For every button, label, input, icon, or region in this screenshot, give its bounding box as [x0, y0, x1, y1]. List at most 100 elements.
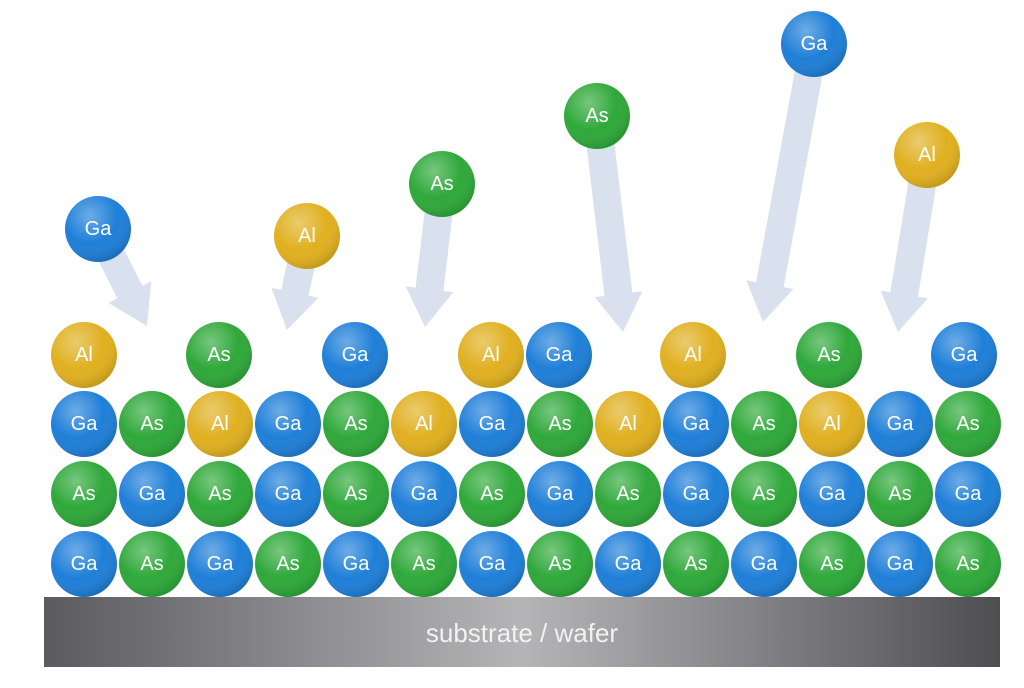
atom-label: Ga	[479, 553, 507, 575]
lattice-atom-as: As	[731, 461, 797, 527]
lattice-atom-as: As	[527, 391, 593, 457]
atom-highlight	[187, 531, 253, 597]
atom-label: Ga	[207, 553, 235, 575]
atom-label: Ga	[479, 413, 507, 435]
atom-highlight	[274, 203, 340, 269]
lattice-atom-ga: Ga	[255, 461, 321, 527]
atom-label: As	[548, 553, 571, 575]
arrows-layer	[85, 41, 941, 332]
surface-atom-al: Al	[458, 322, 524, 388]
lattice-atom-as: As	[119, 391, 185, 457]
atom-highlight	[391, 461, 457, 527]
atom-highlight	[187, 391, 253, 457]
atom-label: As	[956, 553, 979, 575]
lattice-atom-ga: Ga	[527, 461, 593, 527]
atom-label: Al	[918, 144, 936, 166]
lattice-atom-ga: Ga	[187, 531, 253, 597]
incoming-atom-al: Al	[274, 203, 340, 269]
lattice-atom-ga: Ga	[255, 391, 321, 457]
atom-highlight	[119, 531, 185, 597]
atom-highlight	[527, 461, 593, 527]
atom-highlight	[935, 531, 1001, 597]
surface-atom-as: As	[796, 322, 862, 388]
atom-highlight	[51, 391, 117, 457]
lattice-atom-as: As	[459, 461, 525, 527]
deposition-arrow	[405, 182, 456, 327]
atom-highlight	[935, 461, 1001, 527]
atom-highlight	[663, 461, 729, 527]
lattice-atom-ga: Ga	[119, 461, 185, 527]
lattice-atom-ga: Ga	[391, 461, 457, 527]
atom-highlight	[65, 196, 131, 262]
lattice-atom-ga: Ga	[595, 531, 661, 597]
atom-label: Ga	[819, 483, 847, 505]
atom-label: As	[616, 483, 639, 505]
atom-label: Ga	[547, 483, 575, 505]
lattice-atom-as: As	[799, 531, 865, 597]
atom-label: As	[430, 173, 453, 195]
surface-atom-ga: Ga	[322, 322, 388, 388]
atom-label: Ga	[71, 553, 99, 575]
atom-label: As	[344, 483, 367, 505]
atom-label: As	[888, 483, 911, 505]
atom-highlight	[799, 461, 865, 527]
incoming-atom-ga: Ga	[781, 11, 847, 77]
atom-label: As	[752, 413, 775, 435]
atom-highlight	[595, 461, 661, 527]
atom-label: Al	[482, 344, 500, 366]
atom-highlight	[409, 151, 475, 217]
atom-highlight	[458, 322, 524, 388]
lattice-atom-as: As	[391, 531, 457, 597]
lattice-atom-as: As	[51, 461, 117, 527]
lattice-atom-ga: Ga	[459, 391, 525, 457]
atom-highlight	[391, 531, 457, 597]
atom-highlight	[255, 461, 321, 527]
atom-highlight	[731, 461, 797, 527]
atom-highlight	[186, 322, 252, 388]
atom-highlight	[731, 531, 797, 597]
atom-label: As	[276, 553, 299, 575]
atom-label: As	[817, 344, 840, 366]
incoming-atom-as: As	[409, 151, 475, 217]
atom-label: Ga	[71, 413, 99, 435]
atom-highlight	[867, 391, 933, 457]
lattice-atom-as: As	[663, 531, 729, 597]
atom-highlight	[935, 391, 1001, 457]
atom-label: Ga	[275, 413, 303, 435]
atom-label: Ga	[85, 218, 113, 240]
lattice-atom-as: As	[255, 531, 321, 597]
atom-highlight	[323, 531, 389, 597]
lattice-atom-as: As	[187, 461, 253, 527]
lattice-atom-as: As	[323, 461, 389, 527]
atom-label: Al	[298, 225, 316, 247]
atom-highlight	[51, 322, 117, 388]
atom-highlight	[796, 322, 862, 388]
lattice-atom-as: As	[867, 461, 933, 527]
lattice-atom-ga: Ga	[459, 531, 525, 597]
atom-highlight	[459, 531, 525, 597]
atom-label: Ga	[343, 553, 371, 575]
atom-label: Ga	[887, 413, 915, 435]
lattice-atom-ga: Ga	[867, 391, 933, 457]
atom-label: As	[820, 553, 843, 575]
atom-label: As	[207, 344, 230, 366]
atom-highlight	[119, 461, 185, 527]
lattice-atom-ga: Ga	[935, 461, 1001, 527]
atom-label: As	[140, 413, 163, 435]
atom-label: As	[752, 483, 775, 505]
lattice-atom-ga: Ga	[323, 531, 389, 597]
atom-label: Ga	[342, 344, 370, 366]
atom-highlight	[119, 391, 185, 457]
atom-highlight	[459, 461, 525, 527]
atom-highlight	[391, 391, 457, 457]
atom-label: Ga	[801, 33, 829, 55]
atom-highlight	[564, 83, 630, 149]
atom-highlight	[799, 531, 865, 597]
atom-label: Ga	[683, 413, 711, 435]
atom-highlight	[663, 531, 729, 597]
atom-highlight	[663, 391, 729, 457]
lattice-atom-ga: Ga	[51, 391, 117, 457]
atom-highlight	[322, 322, 388, 388]
